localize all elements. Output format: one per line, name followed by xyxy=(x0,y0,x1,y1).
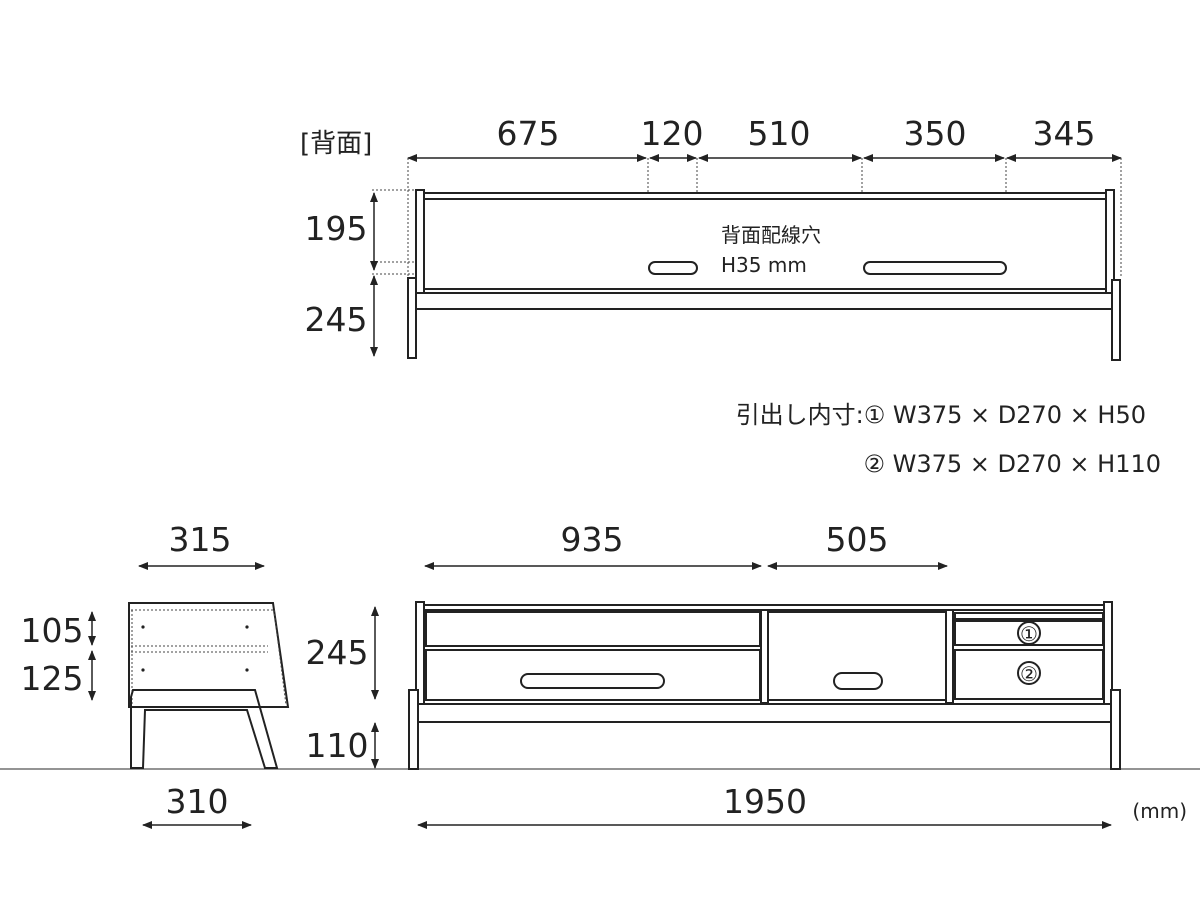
back-width-2: 510 xyxy=(748,114,811,153)
side-bottom-width: 310 xyxy=(166,782,229,821)
door-pull-middle xyxy=(833,672,883,690)
drawer-pull-left xyxy=(520,673,665,689)
back-view-label: [背面] xyxy=(300,129,372,159)
back-width-3: 350 xyxy=(904,114,967,153)
drawer-spec-2: ② W375 × D270 × H110 xyxy=(863,450,1161,478)
drawer-front-2 xyxy=(954,649,1104,700)
front-view: 935 505 245 110 ① ② 1950 xyxy=(306,520,1121,829)
right-top-rail xyxy=(954,612,1104,620)
front-base-rail xyxy=(411,703,1120,723)
side-top-width: 315 xyxy=(169,520,232,559)
back-width-4: 345 xyxy=(1033,114,1096,153)
back-leg-right xyxy=(1111,279,1121,361)
cable-hole-right xyxy=(863,261,1007,275)
drawer-spec-1: 引出し内寸:① W375 × D270 × H50 xyxy=(736,401,1146,429)
back-height-1: 245 xyxy=(305,300,368,339)
side-fastener-dot xyxy=(141,668,145,672)
drawer-spec: 引出し内寸:① W375 × D270 × H50 ② W375 × D270 … xyxy=(736,401,1161,478)
front-height-0: 245 xyxy=(306,633,369,672)
drawer-2-marker xyxy=(1017,661,1041,685)
back-width-1: 120 xyxy=(641,114,704,153)
front-width-1: 505 xyxy=(826,520,889,559)
back-base-rail xyxy=(413,292,1114,310)
side-fastener-dot xyxy=(245,625,249,629)
side-base-frame xyxy=(130,689,279,769)
drawer-2-label: ② xyxy=(1020,662,1038,686)
unit-label: (mm) xyxy=(1132,799,1187,823)
front-leg-left xyxy=(408,689,419,770)
side-body-outline xyxy=(128,602,290,708)
cable-hole-note-title: 背面配線穴 xyxy=(721,223,821,247)
back-width-0: 675 xyxy=(497,114,560,153)
side-fastener-dot xyxy=(141,625,145,629)
back-leg-left xyxy=(407,277,417,359)
front-leg-right xyxy=(1110,689,1121,770)
divider-right xyxy=(945,609,954,704)
cable-hole-note-size: H35 mm xyxy=(721,253,807,277)
side-height-1: 125 xyxy=(21,659,84,698)
divider-left xyxy=(760,609,769,704)
side-fastener-dot xyxy=(245,668,249,672)
drawer-front-1 xyxy=(954,620,1104,646)
front-width-0: 935 xyxy=(561,520,624,559)
side-view: 315 105 125 310 xyxy=(21,520,290,829)
back-view: [背面] 675 120 510 350 345 195 245 xyxy=(300,114,1122,361)
cable-hole-left xyxy=(648,261,698,275)
open-shelf-left xyxy=(425,611,761,647)
drawer-1-marker xyxy=(1017,621,1041,645)
drawer-1-label: ① xyxy=(1020,622,1038,646)
back-side-left xyxy=(415,189,425,297)
front-height-1: 110 xyxy=(306,726,369,765)
side-height-0: 105 xyxy=(21,611,84,650)
front-overall-width: 1950 xyxy=(723,782,807,821)
back-height-0: 195 xyxy=(305,209,368,248)
